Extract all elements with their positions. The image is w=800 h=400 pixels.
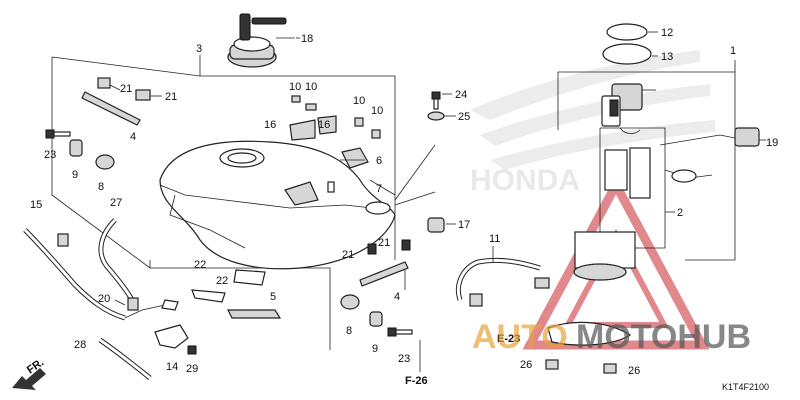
callout-10b: 10	[305, 81, 317, 93]
ref-f26: F-26	[405, 375, 428, 387]
callout-29: 29	[186, 363, 198, 375]
honda-brand-text: HONDA	[470, 164, 580, 197]
callout-16b: 16	[318, 119, 330, 131]
callout-14: 14	[166, 361, 178, 373]
callout-27: 27	[110, 197, 122, 209]
callout-4a: 4	[130, 131, 136, 143]
callout-21d: 21	[378, 237, 390, 249]
callout-26a: 26	[520, 359, 532, 371]
watermark-text-right: MOTOHUB	[576, 318, 751, 356]
callout-28: 28	[74, 339, 86, 351]
callout-22b: 22	[216, 275, 228, 287]
callout-5: 5	[270, 291, 276, 303]
callout-8b: 8	[346, 325, 352, 337]
callout-9a: 9	[72, 169, 78, 181]
callout-19: 19	[766, 137, 778, 149]
callout-9b: 9	[372, 343, 378, 355]
callout-22a: 22	[194, 259, 206, 271]
callout-16a: 16	[264, 119, 276, 131]
callout-4b: 4	[394, 291, 400, 303]
small-parts	[45, 77, 632, 374]
callout-10a: 10	[289, 81, 301, 93]
fuel-hose-11	[455, 257, 550, 307]
callout-25: 25	[458, 111, 470, 123]
callout-17: 17	[458, 219, 470, 231]
gasket-rings	[602, 23, 652, 65]
callout-6: 6	[376, 155, 382, 167]
callout-21b: 21	[165, 91, 177, 103]
callout-13: 13	[661, 51, 673, 63]
callout-20: 20	[98, 293, 110, 305]
group-outlines	[51, 56, 736, 350]
callout-11: 11	[489, 233, 500, 245]
callout-23a: 23	[44, 149, 56, 161]
automotohub-watermark: AUTO MOTOHUB	[472, 318, 751, 356]
callout-23b: 23	[398, 353, 410, 365]
callout-15: 15	[30, 199, 42, 211]
front-arrow: FR.	[12, 356, 46, 390]
fuel-tank	[159, 115, 396, 270]
callout-21c: 21	[342, 249, 354, 261]
watermark-text-left: AUTO	[472, 318, 568, 356]
leader-lines	[109, 31, 766, 372]
callout-8a: 8	[98, 181, 104, 193]
callout-3: 3	[196, 43, 202, 55]
fuel-pump-module	[573, 83, 760, 281]
honda-wing-watermark: HONDA	[470, 50, 715, 197]
callout-2: 2	[677, 207, 683, 219]
callout-12: 12	[661, 27, 673, 39]
diagram-code: K1T4F2100	[722, 382, 769, 392]
callout-1: 1	[730, 45, 736, 57]
breather-hoses	[23, 218, 179, 380]
callout-21a: 21	[120, 83, 132, 95]
callout-26b: 26	[628, 365, 640, 377]
callout-labels: 1 2 3 4 4 5 6 7 8 8 9 9 10 10 10 10 11 1…	[30, 27, 778, 377]
callout-10c: 10	[353, 95, 365, 107]
callout-10d: 10	[371, 105, 383, 117]
callout-24: 24	[455, 89, 467, 101]
callout-7: 7	[376, 183, 382, 195]
section-references: E-23 F-26	[405, 333, 520, 387]
ref-e23: E-23	[497, 333, 520, 345]
fuel-cap	[227, 13, 295, 68]
callout-18: 18	[301, 33, 313, 45]
